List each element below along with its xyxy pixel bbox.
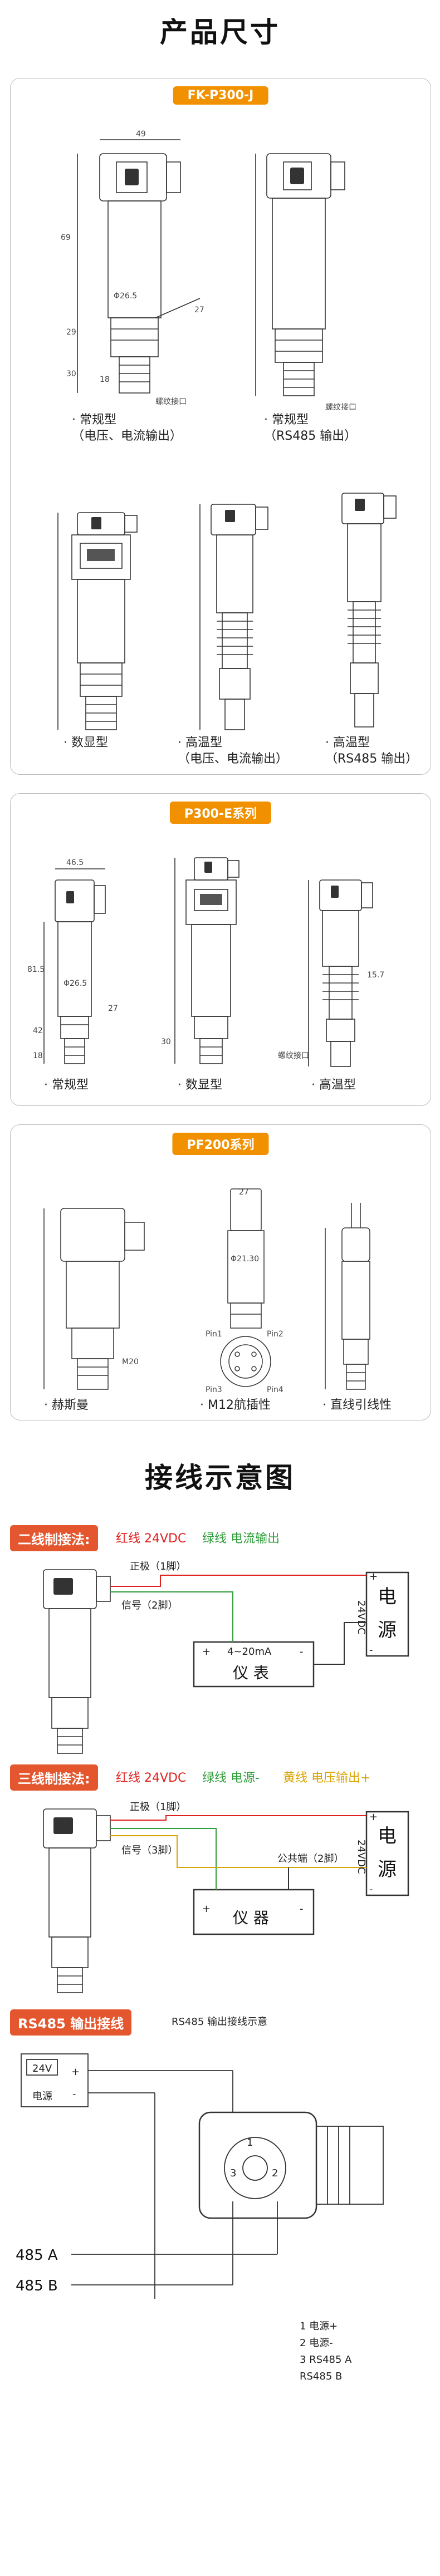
dim-h157: 15.7	[367, 971, 384, 980]
pin-legend-2: 2 电源-	[300, 2337, 333, 2349]
voltage-label: 24VDC	[355, 1840, 367, 1874]
voltage-label: 24VDC	[355, 1600, 367, 1635]
red-wire-text: 红线 24VDC	[116, 1532, 187, 1546]
dim-h30: 30	[66, 370, 76, 378]
dim-h69: 69	[61, 233, 71, 242]
dim-h42: 42	[33, 1026, 43, 1035]
minus-sign: -	[369, 1884, 373, 1895]
dim-d265: Φ26.5	[63, 979, 87, 988]
label-digital: · 数显型	[178, 1078, 222, 1092]
page-title-wiring: 接线示意图	[145, 1462, 295, 1494]
dim-h815: 81.5	[27, 965, 45, 974]
thread-label: 螺纹接口	[278, 1051, 309, 1060]
dim-w465: 46.5	[66, 858, 84, 867]
red-wire-text: 红线 24VDC	[116, 1771, 187, 1785]
dim-h18: 18	[33, 1051, 43, 1060]
pin4: Pin4	[267, 1385, 283, 1394]
meter-label: 仪 器	[233, 1909, 269, 1927]
label-hightemp-current: · 高温型 （电压、电流输出）	[178, 736, 289, 766]
section2-drawings: 46.5 81.5 42 18 Φ26.5 27 15.7 30 螺纹接口	[27, 857, 384, 1067]
section-badge: FK-P300-J	[173, 86, 268, 105]
wiring-two-wire: 二线制接法: 红线 24VDC 绿线 电流输出 正极（1脚） 信号（2脚） 电 …	[10, 1525, 430, 1759]
rs485-a: 485 A	[16, 2247, 58, 2264]
section1-drawings: 49 69 29 30 18 Φ26.5 27 螺纹接口 螺纹接口	[57, 130, 397, 730]
meter-label: 仪 表	[233, 1664, 269, 1682]
label-hightemp: · 高温型	[311, 1078, 356, 1092]
meter-plus: +	[202, 1646, 211, 1658]
label-direct: · 直线引线性	[322, 1398, 392, 1412]
dim-d265: Φ26.5	[114, 292, 137, 301]
plus-sign: +	[369, 1811, 378, 1823]
section-pf200: PF200系列	[10, 1124, 431, 1420]
dim-m20: M20	[122, 1358, 139, 1366]
signal-label: 信号（2脚）	[121, 1600, 178, 1611]
green-wire-text: 绿线 电流输出	[202, 1532, 280, 1546]
pin-legend-1: 1 电源+	[300, 2321, 338, 2332]
common-label: 公共端（2脚）	[277, 1853, 344, 1865]
rs485-b: 485 B	[16, 2278, 58, 2294]
dim-h29: 29	[66, 328, 76, 337]
pin2: Pin2	[267, 1330, 283, 1339]
wiring-three-wire: 三线制接法: 红线 24VDC 绿线 电源- 黄线 电压输出+ 正极（1脚） 信…	[10, 1764, 430, 1998]
wiring-badge: 二线制接法:	[10, 1525, 98, 1551]
pin-3: 3	[230, 2167, 236, 2179]
yellow-wire-text: 黄线 电压输出+	[283, 1771, 371, 1785]
meter-minus: -	[300, 1646, 304, 1658]
power-label: 电源	[32, 2091, 52, 2102]
meter-minus: -	[300, 1903, 304, 1915]
pin-legend-4: RS485 B	[300, 2371, 342, 2382]
label-digital: · 数显型	[63, 736, 108, 750]
plus-sign: +	[71, 2066, 80, 2078]
section-badge: PF200系列	[172, 1133, 269, 1155]
page-title-sizes: 产品尺寸	[160, 16, 280, 48]
label-hightemp-rs485: · 高温型 （RS485 输出）	[325, 736, 418, 766]
label-normal: · 常规型	[44, 1078, 89, 1092]
dim-w27: 27	[239, 1188, 249, 1197]
label-normal-current: · 常规型 （电压、电流输出）	[72, 413, 183, 443]
meter-plus: +	[202, 1903, 211, 1915]
signal-label: 信号（3脚）	[121, 1845, 178, 1856]
power-char-1: 电	[378, 1825, 397, 1847]
dim-h18: 18	[100, 375, 110, 384]
section-fk-p300-j: FK-P300-J	[10, 78, 431, 775]
two-wire-diagram: 正极（1脚） 信号（2脚） 电 源 24VDC + - + 4~20mA - 仪…	[43, 1561, 409, 1754]
dim-h30: 30	[161, 1038, 171, 1046]
positive-label: 正极（1脚）	[130, 1801, 186, 1813]
pin-legend-3: 3 RS485 A	[300, 2354, 352, 2366]
three-wire-diagram: 正极（1脚） 信号（3脚） 公共端（2脚） 电 源 24VDC + - + - …	[43, 1801, 409, 1993]
power-char-2: 源	[378, 1859, 397, 1881]
dim-w27: 27	[108, 1004, 118, 1013]
pin1: Pin1	[206, 1330, 222, 1339]
meter-range: 4~20mA	[227, 1646, 272, 1658]
rs485-badge: RS485 输出接线	[10, 2009, 132, 2036]
voltage-label: 24V	[32, 2063, 52, 2074]
pin-1: 1	[247, 2137, 253, 2149]
section-badge: P300-E系列	[169, 802, 272, 824]
thread-label-1: 螺纹接口	[155, 397, 187, 406]
pin-2: 2	[272, 2167, 278, 2179]
dim-w49: 49	[136, 130, 146, 139]
rs485-diagram: 24V 电源 + - 1 3 2 485 A 485 B 1 电源+ 2 电源-…	[16, 2053, 384, 2382]
dim-d2130: Φ21.30	[231, 1255, 259, 1264]
label-m12: · M12航插性	[200, 1398, 271, 1412]
minus-sign: -	[72, 2088, 76, 2100]
dim-w27: 27	[194, 306, 204, 314]
wiring-badge: 三线制接法:	[10, 1764, 98, 1791]
positive-label: 正极（1脚）	[130, 1561, 186, 1572]
rs485-subtitle: RS485 输出接线示意	[172, 2016, 268, 2028]
power-char-1: 电	[378, 1586, 397, 1608]
wiring-rs485: RS485 输出接线 RS485 输出接线示意 24V 电源 + - 1 3 2…	[10, 2009, 430, 2566]
plus-sign: +	[369, 1571, 378, 1582]
pin3: Pin3	[206, 1385, 222, 1394]
label-normal-rs485: · 常规型 （RS485 输出）	[264, 413, 357, 443]
label-hirschmann: · 赫斯曼	[44, 1398, 89, 1412]
section-p300-e: P300-E系列	[10, 793, 431, 1106]
thread-label-2: 螺纹接口	[325, 402, 356, 412]
power-char-2: 源	[378, 1619, 397, 1641]
green-wire-text: 绿线 电源-	[202, 1771, 260, 1785]
minus-sign: -	[369, 1644, 373, 1656]
section3-drawings: 27 Φ21.30 Pin1 Pin2 Pin3 Pin4 M20	[43, 1188, 370, 1394]
